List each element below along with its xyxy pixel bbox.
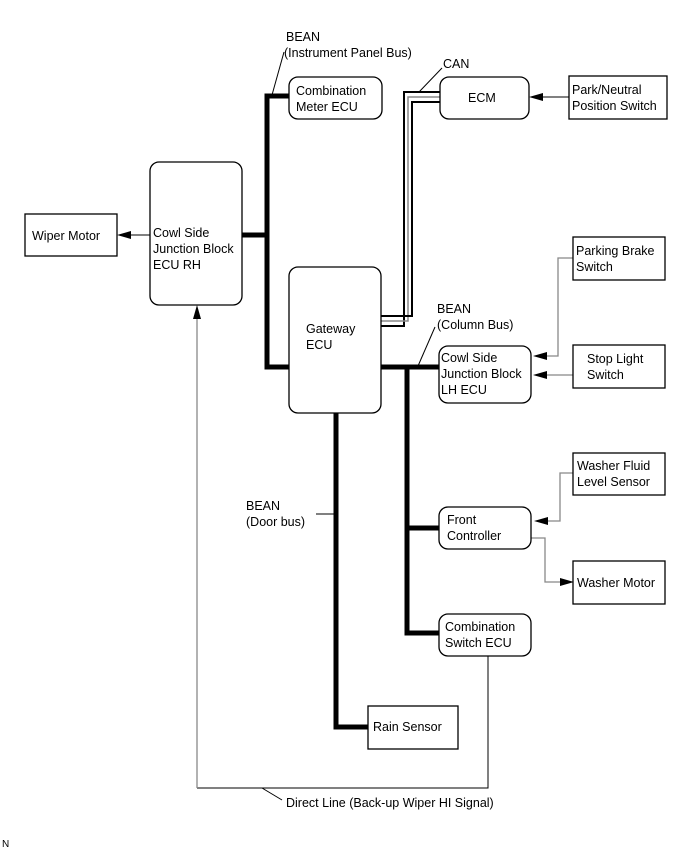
- arrow-icon: [117, 231, 131, 239]
- svg-text:ECM: ECM: [468, 91, 496, 105]
- svg-text:LH ECU: LH ECU: [441, 383, 487, 397]
- label-bean-door-line1: BEAN: [246, 499, 280, 513]
- node-rain-sensor: Rain Sensor: [367, 705, 459, 750]
- svg-text:Switch: Switch: [576, 260, 613, 274]
- arrow-icon: [534, 517, 548, 525]
- leader-can: [418, 67, 443, 93]
- arrow-icon: [533, 352, 547, 360]
- node-combination-switch-ecu: Combination Switch ECU: [438, 613, 532, 657]
- arrow-icon: [560, 578, 574, 586]
- svg-text:ECU: ECU: [306, 338, 332, 352]
- direct-line: [197, 656, 489, 789]
- node-park-neutral-position-switch: Park/Neutral Position Switch: [568, 75, 668, 120]
- label-direct-line: Direct Line (Back-up Wiper HI Signal): [286, 796, 494, 810]
- signal-line-washer-fluid: [546, 472, 573, 522]
- label-bean-ip-line1: BEAN: [286, 30, 320, 44]
- arrow-icon: [529, 93, 543, 101]
- arrow-icon: [533, 371, 547, 379]
- svg-text:Gateway: Gateway: [306, 322, 356, 336]
- svg-text:Meter ECU: Meter ECU: [296, 100, 358, 114]
- arrow-icon: [193, 305, 201, 319]
- svg-text:Parking Brake: Parking Brake: [576, 244, 655, 258]
- node-combination-meter-ecu: Combination Meter ECU: [288, 76, 383, 120]
- svg-text:Front: Front: [447, 513, 477, 527]
- label-bean-column-line1: BEAN: [437, 302, 471, 316]
- svg-text:Switch: Switch: [587, 368, 624, 382]
- svg-text:Washer Motor: Washer Motor: [577, 576, 655, 590]
- svg-text:Switch ECU: Switch ECU: [445, 636, 512, 650]
- svg-text:Combination: Combination: [296, 84, 366, 98]
- bean-instrument-panel-bus: [264, 93, 293, 370]
- node-washer-motor: Washer Motor: [572, 560, 666, 605]
- svg-text:Combination: Combination: [445, 620, 515, 634]
- svg-text:Park/Neutral: Park/Neutral: [572, 83, 641, 97]
- node-ecm: ECM: [439, 76, 530, 120]
- svg-text:Position Switch: Position Switch: [572, 99, 657, 113]
- svg-text:Washer Fluid: Washer Fluid: [577, 459, 650, 473]
- svg-text:Junction Block: Junction Block: [441, 367, 522, 381]
- bean-door-bus: [333, 410, 371, 730]
- label-bean-ip-line2: (Instrument Panel Bus): [284, 46, 412, 60]
- svg-text:Stop Light: Stop Light: [587, 352, 644, 366]
- node-cowl-side-junction-block-ecu-rh: Cowl Side Junction Block ECU RH: [149, 161, 243, 306]
- node-washer-fluid-level-sensor: Washer Fluid Level Sensor: [572, 452, 666, 496]
- svg-text:ECU RH: ECU RH: [153, 258, 201, 272]
- corner-mark: N: [2, 839, 9, 850]
- node-stop-light-switch: Stop Light Switch: [572, 344, 666, 389]
- label-bean-door-line2: (Door bus): [246, 515, 305, 529]
- node-front-controller: Front Controller: [438, 506, 532, 550]
- svg-text:Cowl Side: Cowl Side: [153, 226, 209, 240]
- node-parking-brake-switch: Parking Brake Switch: [572, 236, 666, 281]
- svg-text:Controller: Controller: [447, 529, 501, 543]
- node-wiper-motor: Wiper Motor: [24, 213, 118, 257]
- svg-text:Junction Block: Junction Block: [153, 242, 234, 256]
- signal-line-washer-motor: [531, 537, 562, 583]
- svg-text:Level Sensor: Level Sensor: [577, 475, 650, 489]
- signal-line-parking-brake: [545, 257, 573, 357]
- svg-text:Cowl Side: Cowl Side: [441, 351, 497, 365]
- svg-text:Wiper Motor: Wiper Motor: [32, 229, 100, 243]
- svg-text:Rain Sensor: Rain Sensor: [373, 720, 442, 734]
- node-gateway-ecu: Gateway ECU: [288, 266, 382, 414]
- can-bus: [380, 91, 440, 327]
- leader-direct-line: [261, 787, 283, 801]
- leader-bean-column: [417, 326, 436, 367]
- leader-bean-ip: [271, 51, 285, 96]
- label-can: CAN: [443, 57, 469, 71]
- label-bean-column-line2: (Column Bus): [437, 318, 513, 332]
- bus-branch-combination-switch: [404, 364, 441, 636]
- node-cowl-side-junction-block-lh-ecu: Cowl Side Junction Block LH ECU: [438, 345, 532, 404]
